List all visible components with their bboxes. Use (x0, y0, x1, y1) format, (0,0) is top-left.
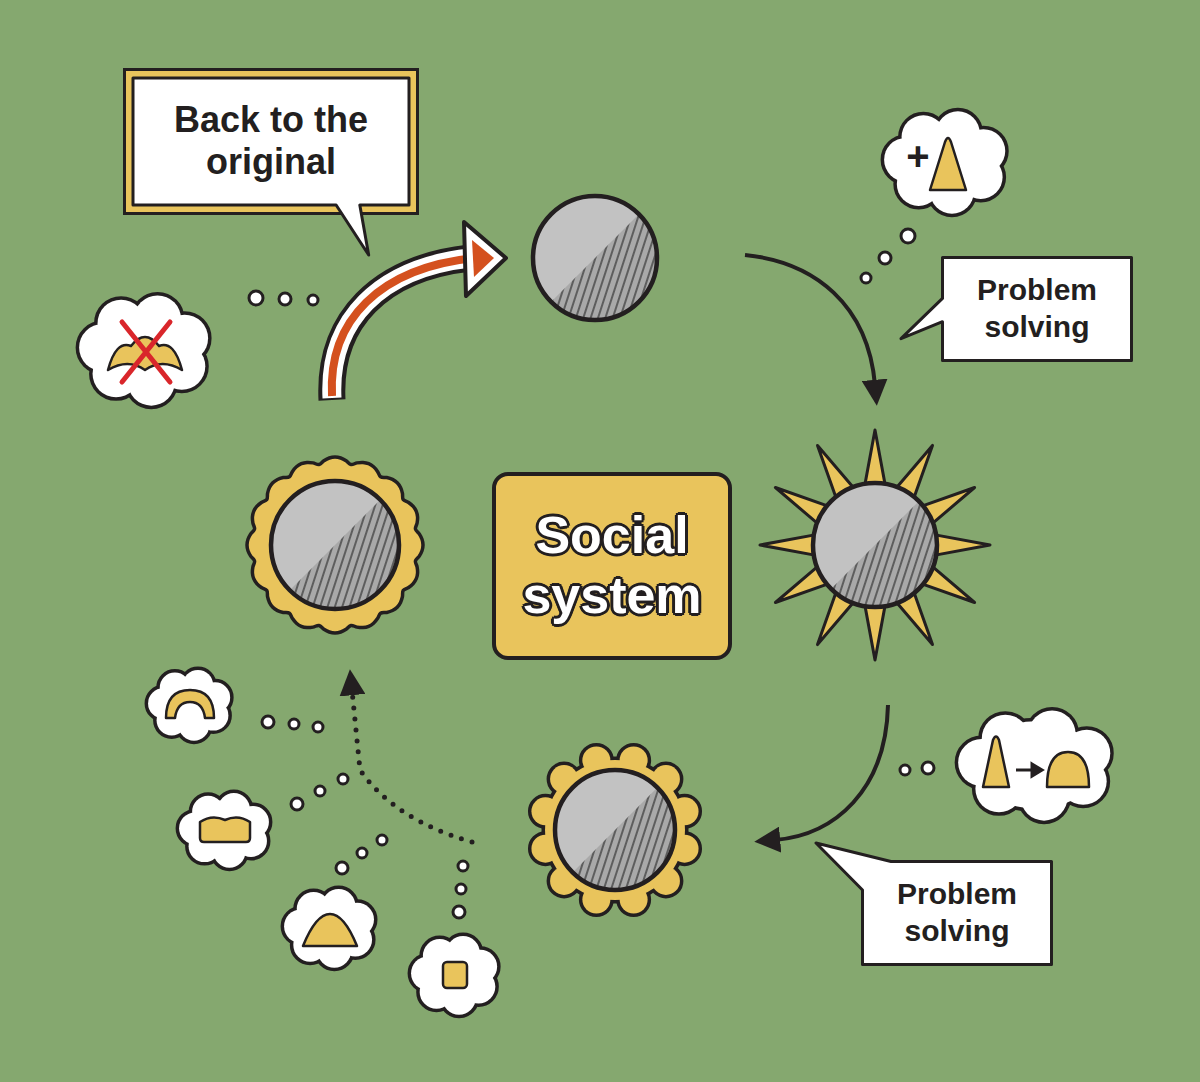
thought-dot (279, 293, 291, 305)
thought-cloud (284, 889, 374, 968)
cycle-arrow (775, 705, 888, 840)
circle-hatching (573, 788, 675, 890)
thought-dot (289, 719, 299, 729)
plus-sign: + (898, 134, 938, 178)
mound-icon (303, 914, 357, 946)
thought-dot (357, 848, 367, 858)
thought-dot (458, 861, 468, 871)
node-shape (941, 256, 1133, 362)
scalloped-ring (247, 457, 423, 633)
cone-icon (983, 737, 1009, 788)
circle-outline (555, 770, 675, 890)
thought-cloud (411, 936, 497, 1015)
thought-dot (456, 884, 466, 894)
thought-cloud (958, 710, 1110, 820)
small-arrow-head (1032, 764, 1042, 776)
thought-dot (336, 862, 348, 874)
return-arrow-head-core (472, 240, 494, 277)
return-arrow-head (464, 222, 506, 296)
thought-dot (313, 722, 323, 732)
callout-box: Problem solving (941, 256, 1133, 362)
thought-dot (308, 295, 318, 305)
thought-cloud (179, 793, 269, 868)
thought-dot (377, 835, 387, 845)
cross-mark (122, 322, 170, 382)
dome-icon (1047, 752, 1089, 787)
thought-cloud (884, 111, 1005, 213)
thought-dot (879, 252, 891, 264)
thought-dot (861, 273, 871, 283)
thought-dot (901, 229, 915, 243)
return-arrow-core (332, 258, 474, 396)
center-label: Social system (512, 506, 712, 626)
circle-hatching (290, 500, 399, 609)
circle-outline (533, 196, 657, 320)
circle-fill (555, 770, 675, 890)
gear-ring-fill (545, 760, 685, 900)
social-circle (813, 483, 937, 607)
arch-icon (166, 690, 214, 718)
callout-text: Problem solving (877, 876, 1037, 949)
cycle-arrow (745, 255, 875, 385)
circle-hatching (551, 214, 657, 320)
social-circle (555, 770, 675, 890)
social-circle (271, 481, 399, 609)
circle-fill (813, 483, 937, 607)
node-shape (861, 860, 1053, 966)
callout-box: Back to the original (123, 68, 419, 215)
thought-dot (262, 716, 274, 728)
callout-body (133, 78, 409, 255)
callout-body (816, 843, 1052, 965)
circle-outline (271, 481, 399, 609)
circle-fill (271, 481, 399, 609)
thought-dot (338, 774, 348, 784)
thought-cloud (79, 295, 208, 405)
thought-dot (249, 291, 263, 305)
callout-text: Back to the original (151, 99, 391, 184)
cross-mark (122, 322, 170, 382)
circle-hatching (831, 501, 937, 607)
center-label-box: Social system (492, 472, 732, 660)
callout-box: Problem solving (861, 860, 1053, 966)
cone-icon (930, 138, 966, 190)
thought-dot (900, 765, 910, 775)
pill-icon (200, 817, 250, 842)
dotted-arrow (352, 690, 472, 842)
social-circle (533, 196, 657, 320)
callout-body (901, 258, 1132, 361)
thought-dot (922, 762, 934, 774)
circle-outline (813, 483, 937, 607)
center-box (494, 474, 730, 658)
thought-cloud (148, 670, 230, 741)
gear-ring (531, 746, 698, 913)
return-arrow (332, 222, 506, 400)
circle-fill (533, 196, 657, 320)
thought-dot (315, 786, 325, 796)
gear-ring-outline (545, 760, 685, 900)
square-icon (443, 962, 467, 988)
thought-dot (453, 906, 465, 918)
callout-text: Problem solving (957, 272, 1117, 345)
thought-dot (291, 798, 303, 810)
